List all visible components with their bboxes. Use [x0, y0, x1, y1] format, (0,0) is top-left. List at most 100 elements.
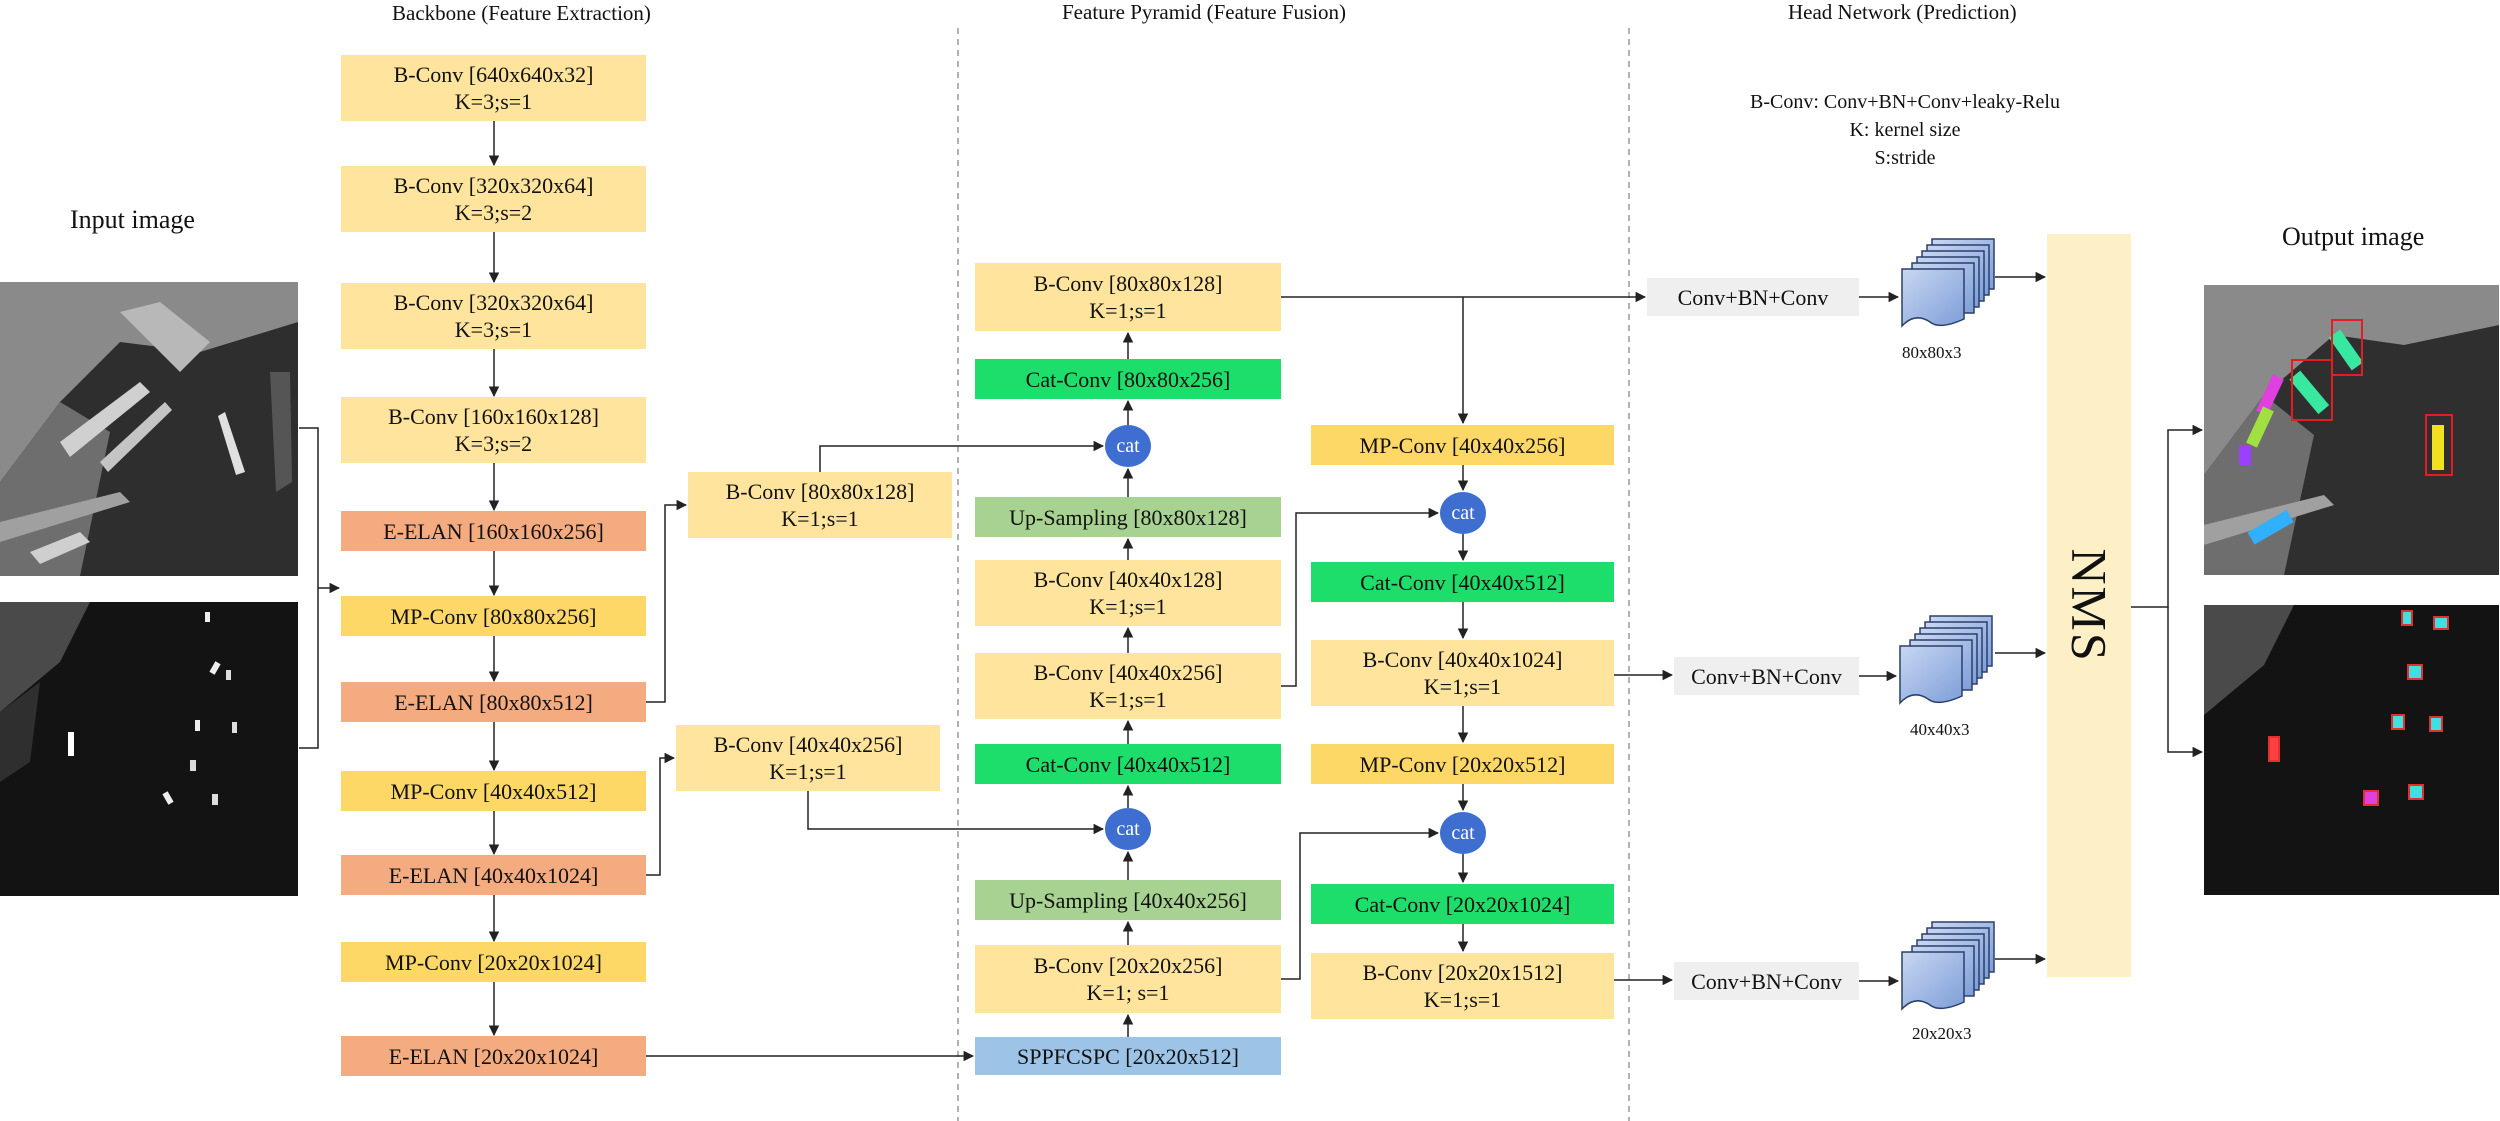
head-conv-40: Conv+BN+Conv	[1674, 657, 1859, 695]
output-sea-texture	[2204, 605, 2499, 895]
legend-line-kernel: K: kernel size	[1849, 119, 1961, 141]
block-title: B-Conv [40x40x128]	[1033, 567, 1223, 592]
block-params: K=1;s=1	[769, 759, 847, 784]
pyramid-bconv-80: B-Conv [80x80x128] K=1;s=1	[975, 263, 1281, 331]
block-title: B-Conv [40x40x256]	[713, 732, 903, 757]
sar-sea-texture	[0, 602, 298, 896]
pyramid-catconv-40: Cat-Conv [40x40x512]	[975, 744, 1281, 784]
block-params: K=3;s=1	[454, 89, 533, 114]
feature-map-stack-20	[1901, 921, 1995, 1011]
backbone-mpconv-80: MP-Conv [80x80x256]	[341, 596, 646, 636]
block-title: B-Conv [320x320x64]	[393, 290, 594, 315]
pyramid-mpconv-20: MP-Conv [20x20x512]	[1311, 744, 1614, 784]
output-image-detections-port	[2204, 285, 2499, 575]
block-title: Up-Sampling [40x40x256]	[1009, 887, 1247, 913]
output-port-texture	[2204, 285, 2499, 575]
block-title: MP-Conv [20x20x1024]	[385, 949, 602, 975]
pyramid-sppfcspc: SPPFCSPC [20x20x512]	[975, 1037, 1281, 1075]
block-params: K=1;s=1	[1089, 594, 1167, 619]
pyramid-bconv-40-256: B-Conv [40x40x256] K=1;s=1	[975, 653, 1281, 719]
block-title: B-Conv [80x80x128]	[1033, 271, 1223, 296]
block-title: Cat-Conv [40x40x512]	[1360, 569, 1565, 595]
block-title: B-Conv [20x20x1512]	[1362, 960, 1563, 985]
block-title: B-Conv [40x40x1024]	[1362, 647, 1563, 672]
block-title: SPPFCSPC [20x20x512]	[1017, 1043, 1239, 1069]
feature-map-size-40: 40x40x3	[1910, 720, 1970, 739]
pyramid-upsampling-80: Up-Sampling [80x80x128]	[975, 497, 1281, 537]
block-title: Up-Sampling [80x80x128]	[1009, 504, 1247, 530]
block-title: MP-Conv [40x40x256]	[1359, 432, 1566, 458]
pyramid-upsampling-40: Up-Sampling [40x40x256]	[975, 880, 1281, 920]
block-title: E-ELAN [80x80x512]	[394, 689, 593, 715]
block-title: Conv+BN+Conv	[1677, 284, 1829, 310]
pyramid-bconv-20-1512: B-Conv [20x20x1512] K=1;s=1	[1311, 953, 1614, 1019]
lateral-bconv-40: B-Conv [40x40x256] K=1;s=1	[676, 725, 940, 791]
backbone-bconv-320-s1: B-Conv [320x320x64] K=3;s=1	[341, 283, 646, 349]
block-params: K=3;s=1	[454, 317, 533, 342]
block-title: Conv+BN+Conv	[1691, 968, 1842, 994]
sar-port-texture	[0, 282, 298, 576]
pyramid-catconv-40-right: Cat-Conv [40x40x512]	[1311, 562, 1614, 602]
block-title: Cat-Conv [40x40x512]	[1025, 751, 1231, 777]
backbone-bconv-320-s2: B-Conv [320x320x64] K=3;s=2	[341, 166, 646, 232]
block-title: Cat-Conv [80x80x256]	[1025, 366, 1231, 392]
pyramid-catconv-20: Cat-Conv [20x20x1024]	[1311, 884, 1614, 924]
pyramid-section-title: Feature Pyramid (Feature Fusion)	[1062, 0, 1347, 24]
backbone-eelan-160: E-ELAN [160x160x256]	[341, 511, 646, 551]
feature-map-size-80: 80x80x3	[1902, 343, 1962, 362]
block-title: B-Conv [80x80x128]	[725, 479, 915, 504]
block-title: MP-Conv [20x20x512]	[1359, 751, 1566, 777]
block-title: E-ELAN [20x20x1024]	[388, 1043, 599, 1069]
backbone-mpconv-20: MP-Conv [20x20x1024]	[341, 942, 646, 982]
cat-node-40-right: cat	[1440, 492, 1486, 534]
output-image-caption: Output image	[2282, 222, 2425, 251]
input-image-caption: Input image	[70, 205, 195, 234]
block-title: Cat-Conv [20x20x1024]	[1354, 891, 1571, 917]
block-title: B-Conv [320x320x64]	[393, 173, 594, 198]
arrows	[299, 121, 2204, 1062]
pyramid-bconv-40-128: B-Conv [40x40x128] K=1;s=1	[975, 560, 1281, 626]
pyramid-catconv-80: Cat-Conv [80x80x256]	[975, 359, 1281, 399]
backbone-section-title: Backbone (Feature Extraction)	[392, 1, 651, 25]
legend-line-bconv: B-Conv: Conv+BN+Conv+leaky-Relu	[1750, 91, 2060, 113]
cat-node-40-left: cat	[1105, 808, 1151, 850]
head-conv-20: Conv+BN+Conv	[1674, 962, 1859, 1000]
cat-node-80: cat	[1105, 425, 1151, 467]
block-title: B-Conv [160x160x128]	[388, 404, 599, 429]
backbone-eelan-40: E-ELAN [40x40x1024]	[341, 855, 646, 895]
block-title: MP-Conv [40x40x512]	[390, 778, 597, 804]
block-title: MP-Conv [80x80x256]	[390, 603, 597, 629]
block-params: K=3;s=2	[454, 200, 533, 225]
block-params: K=1;s=1	[781, 506, 859, 531]
block-title: Conv+BN+Conv	[1691, 663, 1842, 689]
block-title: B-Conv [640x640x32]	[393, 62, 594, 87]
feature-map-stack-40	[1899, 615, 1993, 705]
block-params: K=3;s=2	[454, 431, 533, 456]
head-section-title: Head Network (Prediction)	[1788, 0, 2017, 24]
nms-block: NMS	[2047, 234, 2131, 977]
block-params: K=1; s=1	[1086, 980, 1170, 1005]
pyramid-bconv-20-256: B-Conv [20x20x256] K=1; s=1	[975, 945, 1281, 1013]
block-params: K=1;s=1	[1423, 674, 1502, 699]
block-params: K=1;s=1	[1089, 687, 1167, 712]
backbone-eelan-80: E-ELAN [80x80x512]	[341, 682, 646, 722]
lateral-bconv-80: B-Conv [80x80x128] K=1;s=1	[688, 472, 952, 538]
input-image-sar-sea	[0, 602, 298, 896]
cat-node-20: cat	[1440, 812, 1486, 854]
head-conv-80: Conv+BN+Conv	[1647, 278, 1859, 316]
input-image-sar-port	[0, 282, 298, 576]
section-dividers	[957, 28, 1630, 1121]
backbone-bconv-160: B-Conv [160x160x128] K=3;s=2	[341, 397, 646, 463]
block-title: B-Conv [20x20x256]	[1033, 953, 1223, 978]
legend-line-stride: S:stride	[1874, 147, 1936, 169]
block-params: K=1;s=1	[1089, 298, 1167, 323]
backbone-mpconv-40: MP-Conv [40x40x512]	[341, 771, 646, 811]
pyramid-mpconv-40: MP-Conv [40x40x256]	[1311, 425, 1614, 465]
block-title: E-ELAN [40x40x1024]	[388, 862, 599, 888]
feature-map-stack-80	[1901, 238, 1995, 328]
pyramid-bconv-40-1024: B-Conv [40x40x1024] K=1;s=1	[1311, 640, 1614, 706]
block-title: B-Conv [40x40x256]	[1033, 660, 1223, 685]
block-title: E-ELAN [160x160x256]	[383, 518, 604, 544]
legend: B-Conv: Conv+BN+Conv+leaky-Relu K: kerne…	[1700, 88, 2110, 172]
